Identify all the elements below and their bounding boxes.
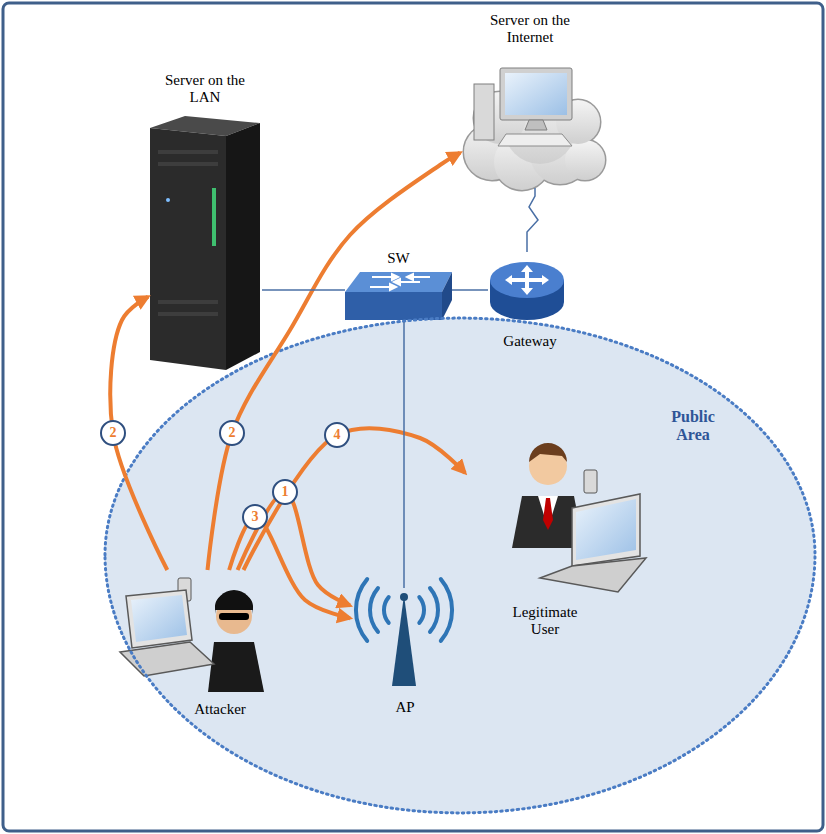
node-label: SW — [387, 250, 410, 267]
lan-server-icon — [158, 162, 218, 166]
user-figure-icon — [576, 499, 636, 560]
switch-icon — [345, 292, 442, 320]
computer-icon — [500, 68, 572, 120]
attacker-figure: Attacker — [150, 570, 290, 718]
node-label: Public Area — [662, 408, 724, 444]
switch-icon — [345, 272, 452, 320]
access-point-icon — [370, 588, 378, 632]
attacker-figure-icon — [215, 590, 253, 610]
access-point-icon — [441, 579, 452, 641]
attacker-figure-icon — [120, 578, 264, 692]
server-node: Server on the Internet — [460, 12, 600, 188]
callout-number: 4 — [334, 428, 341, 442]
user-figure-icon — [572, 494, 640, 566]
access-point-icon — [419, 597, 424, 623]
switch-icon — [390, 284, 396, 290]
callout-circle: 2 — [219, 420, 245, 446]
lan-server-icon — [150, 128, 226, 370]
attacker-figure-icon — [126, 590, 192, 648]
user-figure-icon — [584, 470, 597, 493]
callout-circle: 2 — [100, 420, 126, 446]
gateway-icon — [505, 275, 512, 285]
access-point-icon — [392, 595, 416, 686]
gateway-icon — [505, 265, 549, 295]
access-point-icon — [356, 579, 452, 686]
callout-number: 3 — [252, 510, 259, 524]
network-link — [403, 322, 405, 588]
network-link — [452, 289, 488, 291]
lan-server-icon — [166, 198, 170, 202]
computer-icon — [505, 73, 567, 115]
access-point-icon — [400, 593, 408, 601]
user-figure-icon — [512, 443, 646, 592]
access-point: AP — [350, 588, 460, 716]
node-label: Server on the Internet — [490, 12, 570, 46]
callout-circle: 3 — [242, 504, 268, 530]
node-label: Server on the LAN — [165, 72, 245, 106]
network-link — [527, 188, 538, 252]
gateway-node: Gateway — [488, 252, 572, 350]
area-outline — [105, 318, 815, 813]
access-point-icon — [356, 579, 367, 641]
access-point-icon — [356, 579, 452, 641]
page-frame — [3, 3, 823, 831]
lan-server-icon — [158, 150, 218, 154]
switch-icon — [370, 274, 430, 290]
gateway-icon — [511, 278, 543, 282]
gateway-icon — [521, 265, 533, 272]
node-label: AP — [395, 699, 414, 716]
attack-arrow — [229, 517, 350, 618]
lan-server-icon — [158, 312, 218, 316]
callout-circle: 4 — [324, 422, 350, 448]
server-node: Server on the LAN — [148, 72, 262, 372]
area-region: Public AreaAP Legitimate UserAttacker — [105, 318, 815, 813]
attacker-figure-icon — [219, 613, 249, 620]
gateway-icon — [490, 262, 564, 320]
page-frame — [3, 3, 823, 831]
callout-number: 2 — [110, 426, 117, 440]
lan-server-icon — [212, 188, 216, 246]
area-ground — [105, 318, 815, 813]
node-label: Legitimate User — [505, 604, 585, 638]
access-point-icon — [384, 597, 389, 623]
callout-number: 1 — [282, 485, 289, 499]
gateway-icon — [521, 288, 533, 295]
node-label: Attacker — [194, 701, 246, 718]
lan-server-icon — [226, 123, 260, 370]
area-ground — [105, 318, 815, 813]
user-figure-icon — [543, 498, 553, 530]
computer-icon — [525, 120, 547, 130]
switch-icon — [407, 274, 413, 280]
switch-icon — [345, 272, 452, 292]
computer-icon — [474, 84, 494, 140]
switch-icon — [394, 279, 400, 285]
computer-icon — [474, 68, 572, 146]
computer-icon — [498, 134, 572, 146]
gateway-icon — [490, 262, 564, 298]
user-figure: Legitimate User — [465, 430, 625, 638]
access-point-icon — [430, 588, 438, 632]
callout-circle: 1 — [272, 479, 298, 505]
attack-arrow — [208, 153, 460, 570]
switch-icon — [442, 272, 452, 320]
user-figure-icon — [540, 558, 646, 592]
lan-server-icon — [150, 116, 260, 370]
network-link — [262, 289, 345, 291]
user-figure-icon — [529, 443, 567, 462]
lan-server-icon — [158, 300, 218, 304]
area-outline — [105, 318, 815, 813]
switch-icon — [392, 274, 398, 280]
callout-number: 2 — [229, 426, 236, 440]
switch-node: SW — [345, 250, 452, 322]
gateway-icon — [542, 275, 549, 285]
node-label: Gateway — [503, 333, 556, 350]
attacker-figure-icon — [208, 642, 264, 692]
attacker-figure-icon — [131, 595, 187, 642]
